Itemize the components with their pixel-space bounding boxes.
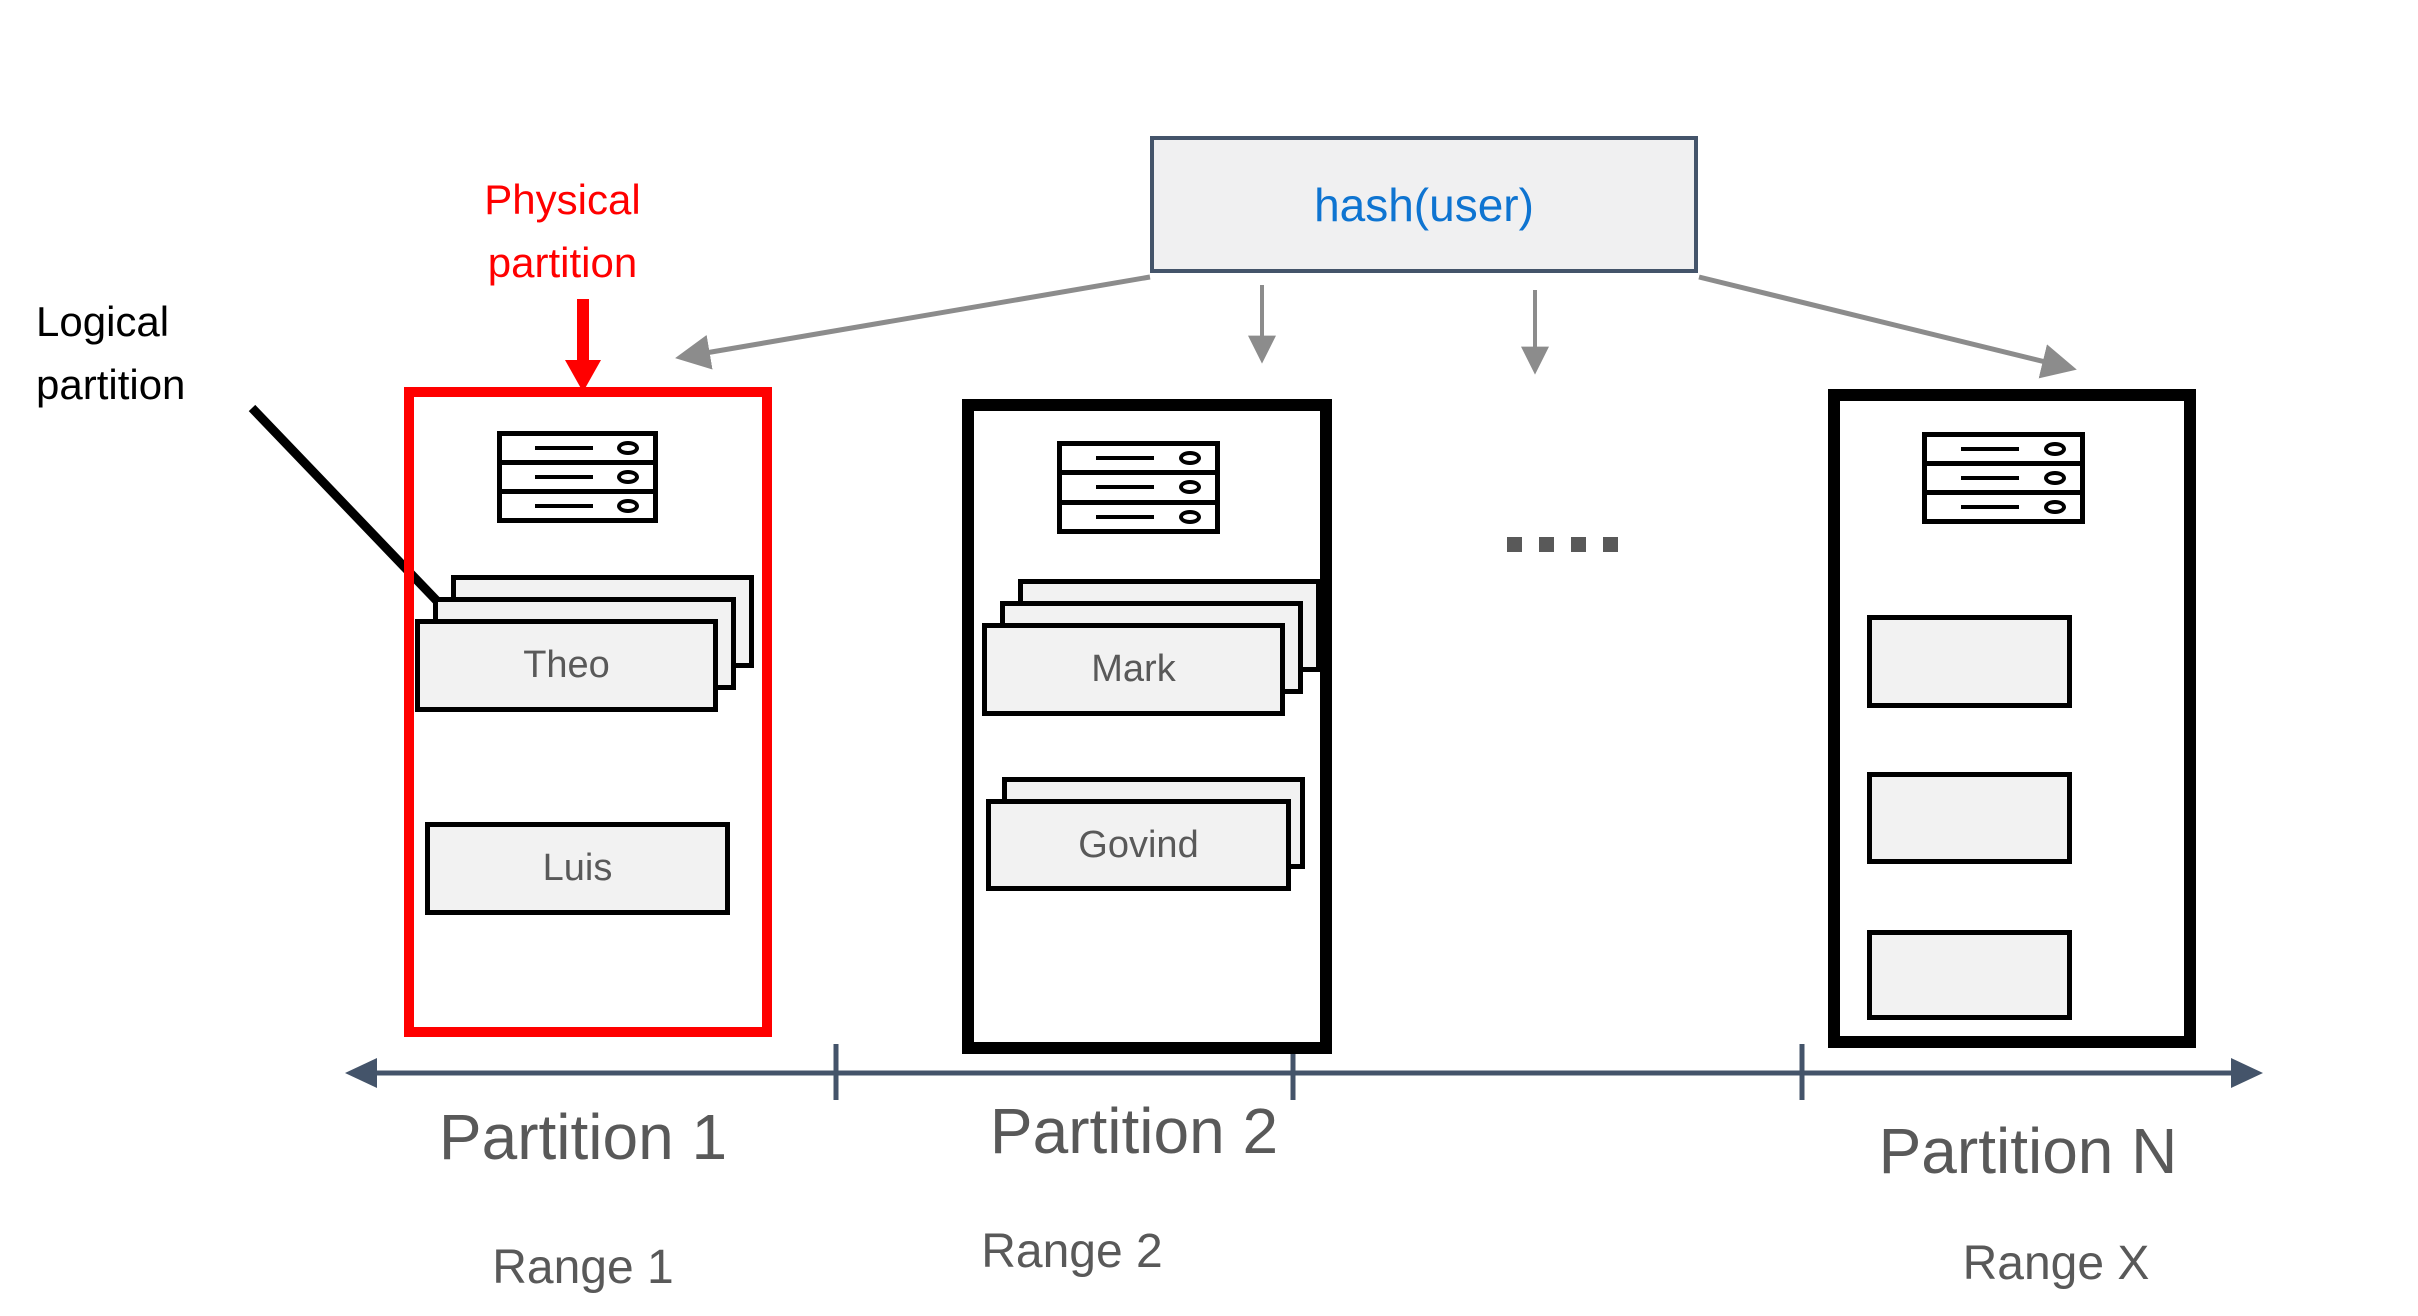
axis-right-arrowhead: [2231, 1058, 2263, 1088]
logical-partition-card-govind: Govind: [986, 799, 1291, 891]
logical-partition-card-empty: [1867, 930, 2072, 1020]
partition-box-2: [962, 399, 1332, 1054]
logical-partition-card-theo: Theo: [415, 619, 718, 712]
card-label: Govind: [1078, 823, 1199, 866]
card-label: Luis: [542, 847, 613, 889]
server-rack-icon: [497, 431, 658, 523]
logical-partition-card-mark: Mark: [982, 623, 1285, 716]
axis-left-arrowhead: [345, 1058, 377, 1088]
hash-function-label: hash(user): [1314, 178, 1534, 231]
logical-partition-card-empty: [1867, 772, 2072, 864]
logical-partition-label: Logical partition: [36, 298, 186, 408]
card-label: Theo: [523, 644, 610, 686]
partition-box-1: [404, 387, 772, 1037]
range-2-label: Range 2: [981, 1225, 1163, 1278]
logical-partition-card-empty: [1867, 615, 2072, 708]
physical-partition-label: Physical partition: [484, 176, 641, 286]
partition-2-label: Partition 2: [989, 1095, 1279, 1167]
server-rack-icon: [1057, 441, 1220, 534]
partition-box-n: [1828, 389, 2196, 1048]
range-x-label: Range X: [1962, 1237, 2150, 1290]
server-rack-icon: [1922, 432, 2085, 524]
physical-partition-arrow: [565, 299, 601, 392]
hash-arrow-to-partition-n: [1698, 274, 2077, 379]
range-1-label: Range 1: [492, 1241, 674, 1294]
ellipsis-icon: [1507, 537, 1627, 553]
logical-partition-card-luis: Luis: [425, 822, 730, 915]
partition-1-label: Partition 1: [438, 1101, 728, 1173]
hash-function-box: hash(user): [1150, 136, 1698, 273]
card-label: Mark: [1091, 648, 1176, 690]
hash-arrow-to-partition-1: [675, 274, 1151, 370]
partition-n-label: Partition N: [1878, 1115, 2178, 1187]
